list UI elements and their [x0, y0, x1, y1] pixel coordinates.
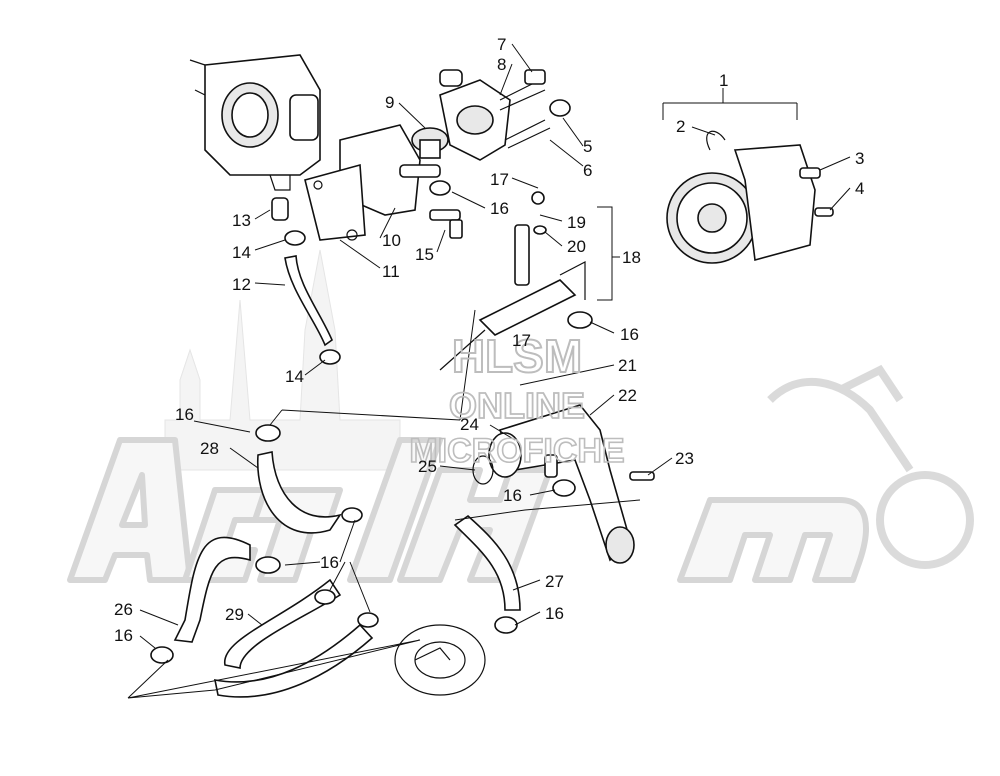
callout-23: 23 — [675, 449, 694, 468]
callout-5: 5 — [583, 137, 592, 156]
callout-10: 10 — [382, 231, 401, 250]
callout-20: 20 — [567, 237, 586, 256]
callout-9: 9 — [385, 93, 394, 112]
water-pump — [666, 130, 834, 264]
callout-16-thermo: 16 — [490, 199, 509, 218]
callout-11: 11 — [382, 262, 400, 281]
callout-28: 28 — [200, 439, 219, 458]
callout-16-center: 16 — [320, 553, 339, 572]
callout-27: 27 — [545, 572, 564, 591]
callout-16-outlet: 16 — [503, 486, 522, 505]
hoses — [173, 197, 521, 698]
watermark-line3: MICROFICHE — [409, 432, 624, 470]
callout-17-upper: 17 — [490, 170, 509, 189]
callout-7: 7 — [497, 35, 506, 54]
callout-25: 25 — [418, 457, 437, 476]
callout-15: 15 — [415, 245, 434, 264]
temp-sensor — [429, 209, 463, 239]
callout-26: 26 — [114, 600, 133, 619]
callout-4: 4 — [855, 179, 864, 198]
bypass-pipe — [439, 191, 586, 371]
callout-16-left: 16 — [175, 405, 194, 424]
water-outlet-cap — [439, 69, 511, 161]
thermostat-housing — [304, 124, 441, 241]
callout-24: 24 — [460, 415, 479, 434]
engine-fitting — [394, 624, 486, 696]
outlet-pipe — [472, 404, 655, 564]
callout-16-bottom-left: 16 — [114, 626, 133, 645]
callout-12: 12 — [232, 275, 251, 294]
callout-16-bottom-right: 16 — [545, 604, 564, 623]
callout-21: 21 — [618, 356, 637, 375]
callout-22: 22 — [618, 386, 637, 405]
callout-13: 13 — [232, 211, 251, 230]
leader-lines — [127, 43, 851, 699]
bolts-upper — [499, 69, 571, 149]
callout-17-lower: 17 — [512, 331, 531, 350]
watermark-line1: HLSM — [452, 330, 582, 382]
throttle-body — [189, 54, 321, 191]
watermark-logo — [67, 249, 974, 583]
callout-16-pipe: 16 — [620, 325, 639, 344]
callout-1: 1 — [719, 71, 728, 90]
callout-3: 3 — [855, 149, 864, 168]
hose-clamps — [150, 180, 593, 664]
watermark-line2: ONLINE — [449, 385, 585, 426]
watermark-text: HLSM ONLINE MICROFICHE — [409, 329, 626, 471]
callout-2: 2 — [676, 117, 685, 136]
callout-8: 8 — [497, 55, 506, 74]
callout-14-upper: 14 — [232, 243, 251, 262]
callout-19: 19 — [567, 213, 586, 232]
thermostat — [411, 127, 449, 159]
callout-18: 18 — [622, 248, 641, 267]
callout-labels: 1 2 3 4 5 6 7 8 9 10 11 12 13 14 14 15 1… — [114, 35, 864, 645]
callout-6: 6 — [583, 161, 592, 180]
callout-29: 29 — [225, 605, 244, 624]
callout-14-lower: 14 — [285, 367, 304, 386]
